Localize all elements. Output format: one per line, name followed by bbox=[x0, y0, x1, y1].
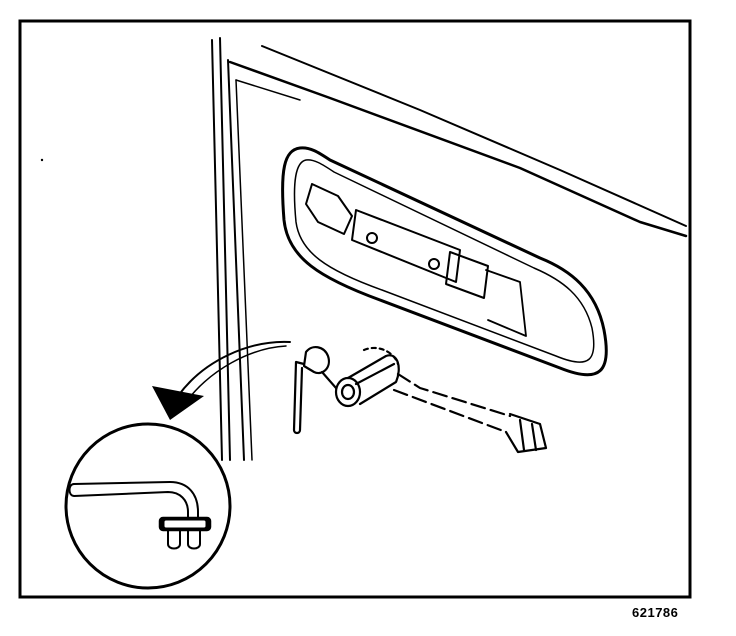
door-panel bbox=[211, 37, 688, 461]
stray-dot bbox=[40, 158, 44, 162]
pointer-arrow bbox=[152, 340, 291, 420]
clip-detail-callout bbox=[64, 422, 232, 590]
lock-rod bbox=[292, 360, 548, 454]
door-handle-recess bbox=[281, 146, 608, 377]
figure-frame bbox=[18, 19, 692, 599]
handle-fastener-hole bbox=[366, 232, 378, 244]
handle-fastener-hole bbox=[428, 258, 440, 270]
door-lock-cylinder bbox=[302, 346, 400, 408]
figure-id-label: 621786 bbox=[632, 605, 679, 620]
